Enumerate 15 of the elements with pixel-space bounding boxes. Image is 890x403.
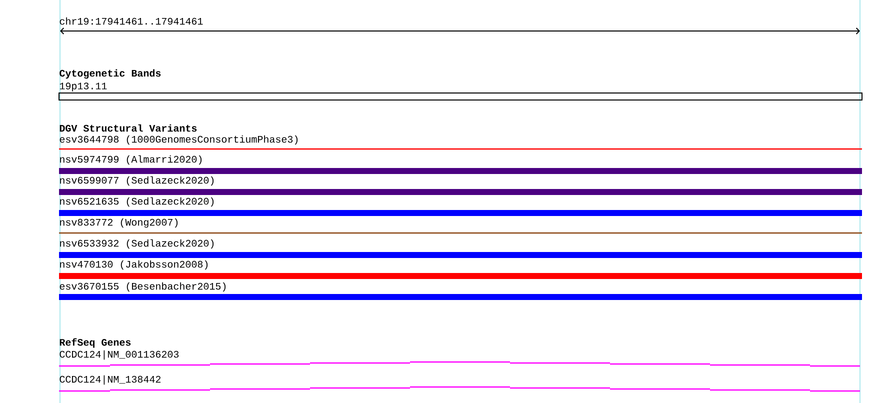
feature-label: nsv5974799 (Almarri2020): [60, 155, 202, 165]
feature-label: nsv6521635 (Sedlazeck2020): [60, 197, 214, 207]
feature-label: CCDC124|NM_138442: [60, 375, 160, 385]
position-label: chr19:17941461..17941461: [60, 17, 203, 25]
feature-label: esv3670155 (Besenbacher2015): [60, 282, 226, 292]
track-title: Cytogenetic Bands: [60, 69, 161, 79]
feature-label: 19p13.11: [60, 82, 107, 92]
track-title: RefSeq Genes: [60, 338, 131, 348]
feature-label: nsv470130 (Jakobsson2008): [60, 260, 208, 270]
feature-label: CCDC124|NM_001136203: [60, 350, 179, 360]
feature-label: nsv6599077 (Sedlazeck2020): [60, 176, 214, 186]
feature-label: nsv6533932 (Sedlazeck2020): [60, 239, 214, 249]
track-title: DGV Structural Variants: [60, 124, 197, 132]
feature-label: esv3644798 (1000GenomesConsortiumPhase3): [60, 135, 298, 145]
feature-label: nsv833772 (Wong2007): [60, 218, 178, 228]
